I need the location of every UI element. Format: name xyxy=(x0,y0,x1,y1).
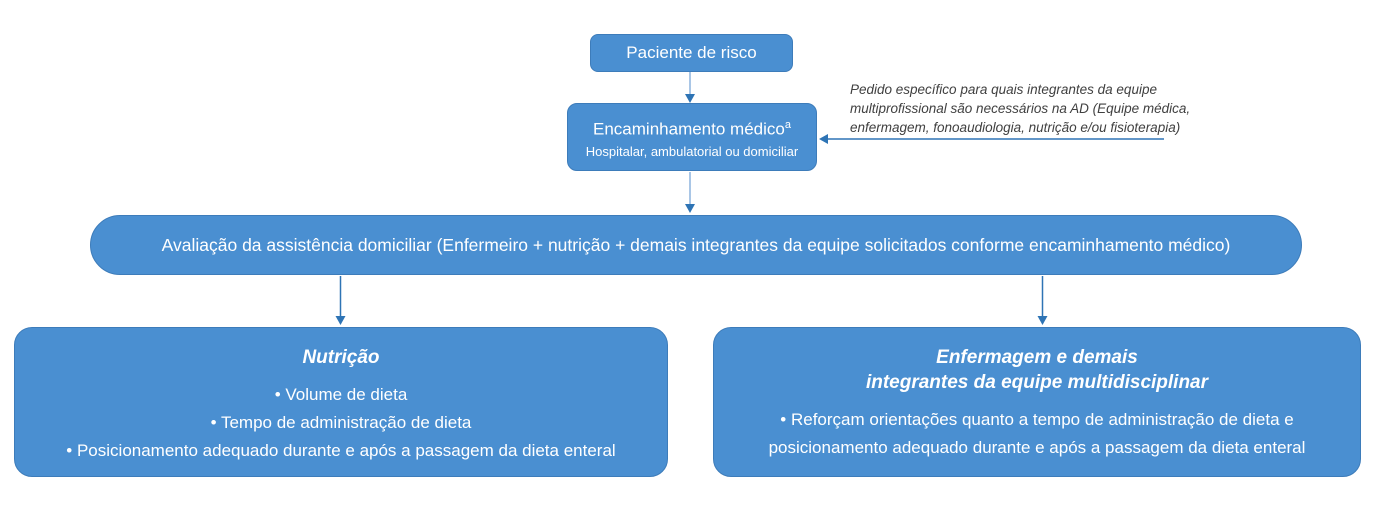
annotation-line: multiprofissional são necessários na AD … xyxy=(850,101,1191,116)
annotation-line: enfermagem, fonoaudiologia, nutrição e/o… xyxy=(850,120,1181,135)
medical-referral-title: Encaminhamento médicoa xyxy=(593,115,791,140)
left-arrow-icon xyxy=(819,134,1164,144)
nutrition-title: Nutrição xyxy=(302,347,380,368)
bullet-item: • Volume de dieta xyxy=(274,385,408,404)
down-arrow-icon xyxy=(685,72,695,103)
patient-risk-label: Paciente de risco xyxy=(626,43,757,62)
down-arrow-icon xyxy=(1037,276,1048,325)
nursing-team-title-line2: integrantes da equipe multidisciplinar xyxy=(865,372,1209,393)
bullet-item: • Reforçam orientações quanto a tempo de… xyxy=(768,410,1306,457)
nursing-team-box: Enfermagem e demais integrantes da equip… xyxy=(713,327,1361,477)
patient-risk-box: Paciente de risco xyxy=(590,34,793,72)
medical-referral-subtitle: Hospitalar, ambulatorial ou domiciliar xyxy=(585,143,799,159)
medical-referral-title-text: Encaminhamento médico xyxy=(593,119,785,139)
bullet-item: • Posicionamento adequado durante e após… xyxy=(66,441,616,460)
home-care-assessment-box: Avaliação da assistência domiciliar (Enf… xyxy=(90,215,1302,275)
annotation-line: Pedido específico para quais integrantes… xyxy=(850,82,1157,97)
nursing-team-title-line1: Enfermagem e demais xyxy=(936,347,1138,368)
home-care-assessment-label: Avaliação da assistência domiciliar (Enf… xyxy=(161,234,1231,255)
annotation-note: Pedido específico para quais integrantes… xyxy=(850,80,1190,137)
down-arrow-icon xyxy=(335,276,346,325)
footnote-marker: a xyxy=(784,119,791,132)
down-arrow-icon xyxy=(685,172,695,213)
bullet-item: • Tempo de administração de dieta xyxy=(210,413,472,432)
nutrition-box: Nutrição • Volume de dieta • Tempo de ad… xyxy=(14,327,668,477)
medical-referral-box: Encaminhamento médicoa Hospitalar, ambul… xyxy=(567,103,817,171)
